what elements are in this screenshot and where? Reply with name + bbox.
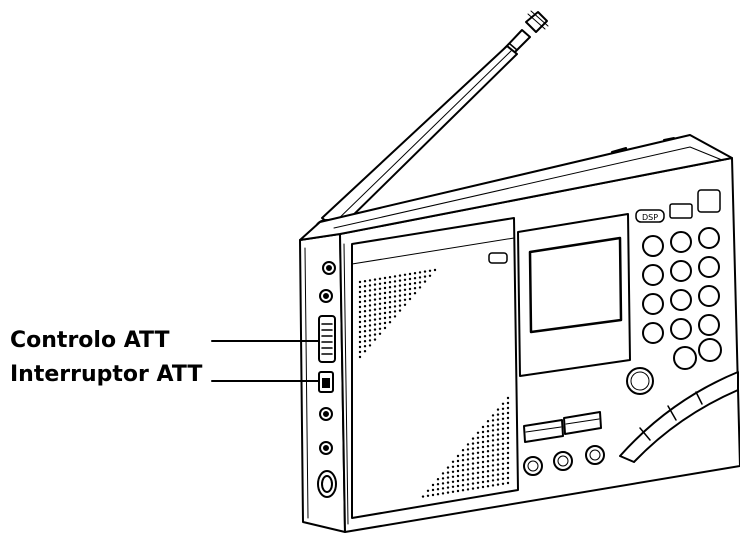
keypad-button — [698, 256, 720, 278]
speaker-grille-bottom — [421, 396, 510, 498]
dsp-badge-text: DSP — [642, 213, 658, 222]
keypad-button — [698, 285, 720, 307]
speaker-grille-top — [358, 268, 437, 359]
keypad-button — [642, 322, 664, 344]
keypad-button — [698, 227, 720, 249]
att-control-wheel — [318, 315, 336, 363]
keypad-button — [670, 260, 692, 282]
keypad-button — [698, 314, 720, 336]
label-att-switch: Interruptor ATT — [10, 362, 203, 387]
keypad-button — [670, 318, 692, 340]
keypad-button — [670, 231, 692, 253]
side-controls — [317, 261, 337, 498]
lcd-screen — [528, 236, 623, 334]
keypad-button — [642, 235, 664, 257]
keypad-button — [642, 264, 664, 286]
keypad-button — [642, 293, 664, 315]
label-att-control: Controlo ATT — [10, 328, 170, 353]
keypad — [642, 227, 720, 344]
speaker-panel — [351, 217, 519, 519]
keypad-button — [670, 289, 692, 311]
control-panel: DSP — [517, 189, 739, 476]
